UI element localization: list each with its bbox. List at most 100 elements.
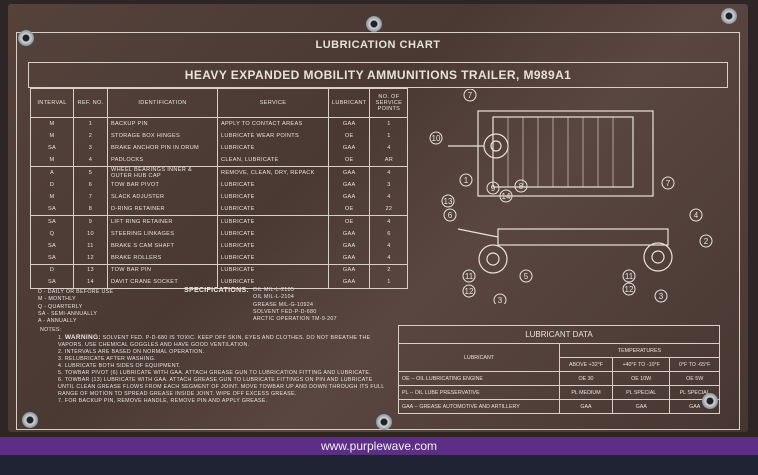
temperatures-header: TEMPERATURES bbox=[559, 343, 720, 358]
notes: 1. WARNING: SOLVENT FED. P-D-680 IS TOXI… bbox=[58, 334, 388, 405]
callout-number: 11 bbox=[622, 269, 636, 283]
interval-cell: SA bbox=[30, 239, 74, 252]
spec-item: SOLVENT FED-P-D-680 bbox=[253, 308, 317, 315]
service-cell: LUBRICATE WEAR POINTS bbox=[217, 129, 329, 142]
column-header: REF. NO. bbox=[73, 88, 108, 118]
note-item: 4. LUBRICATE BOTH SIDES OF EQUIPMENT. bbox=[58, 363, 388, 370]
spec-item: ARCTIC OPERATION TM-9-207 bbox=[253, 316, 337, 323]
screw bbox=[18, 30, 34, 46]
legend-item: SA - SEMI-ANNUALLY bbox=[38, 310, 98, 317]
lubricant-name-cell: PL -- OIL LUBE PRESERVATIVE bbox=[398, 385, 560, 400]
note-text: LUBRICATE BOTH SIDES OF EQUIPMENT. bbox=[64, 363, 181, 369]
lubricant-cell: GAA bbox=[327, 263, 371, 277]
grade-cell: GAA bbox=[611, 399, 671, 414]
ref-no-cell: 5 bbox=[73, 165, 108, 179]
chart-title: LUBRICATION CHART bbox=[315, 39, 441, 51]
note-number: 5. bbox=[58, 370, 64, 376]
column-header: LUBRICANT bbox=[327, 88, 371, 118]
identification-cell: STORAGE BOX HINGES bbox=[107, 129, 218, 142]
callout-label: 6 bbox=[448, 211, 453, 220]
callout-label: 2 bbox=[704, 237, 709, 246]
identification-cell: LIFT RING RETAINER bbox=[107, 214, 218, 228]
service-cell: APPLY TO CONTACT AREAS bbox=[217, 117, 329, 130]
interval-cell: D bbox=[30, 178, 74, 191]
identification-cell: STEERING LINKAGES bbox=[107, 227, 218, 240]
identification-cell: BRAKE S CAM SHAFT bbox=[107, 239, 218, 252]
identification-cell: D-RING RETAINER bbox=[107, 203, 218, 216]
identification-cell: WHEEL BEARINGS INNER & OUTER HUB CAP bbox=[107, 165, 218, 179]
callout-number: 4 bbox=[689, 208, 703, 222]
lubricant-cell: GAA bbox=[327, 190, 371, 204]
legend-item: M - MONTHLY bbox=[38, 296, 76, 303]
temperature-header: ABOVE +32°F bbox=[559, 357, 613, 372]
service-points-cell: 4 bbox=[369, 251, 409, 265]
notes-label: NOTES: bbox=[40, 327, 62, 333]
ref-no-cell: 4 bbox=[73, 154, 108, 167]
legend-item: D - DAILY OR BEFORE USE bbox=[38, 289, 114, 295]
ref-no-cell: 12 bbox=[73, 251, 108, 265]
service-cell: LUBRICATE bbox=[217, 190, 329, 204]
callout-number: 3 bbox=[493, 293, 507, 304]
callout-number: 7 bbox=[661, 176, 675, 190]
identification-cell: BRAKE ROLLERS bbox=[107, 251, 218, 265]
identification-cell: BACKUP PIN bbox=[107, 117, 218, 130]
callout-number: 14 bbox=[499, 189, 513, 203]
note-text: TOWBAR (13) LUBRICATE WITH GAA. ATTACH G… bbox=[58, 377, 385, 397]
ref-no-cell: 13 bbox=[73, 263, 108, 277]
callout-number: 2 bbox=[699, 234, 713, 248]
ref-no-cell: 3 bbox=[73, 141, 108, 155]
note-text: SOLVENT FED. P-D-680 IS TOXIC. KEEP OFF … bbox=[58, 335, 371, 348]
interval-cell: D bbox=[30, 263, 74, 277]
note-item: 2. INTERVALS ARE BASED ON NORMAL OPERATI… bbox=[58, 349, 388, 356]
interval-cell: SA bbox=[30, 203, 74, 216]
grade-cell: PL SPECIAL bbox=[611, 385, 671, 400]
callout-number: 8 bbox=[514, 179, 528, 193]
lubricant-header: LUBRICANT bbox=[398, 343, 560, 372]
spec-item: GREASE MIL-G-10924 bbox=[253, 301, 314, 308]
interval-cell: SA bbox=[30, 141, 74, 155]
callout-label: 8 bbox=[519, 182, 524, 191]
watermark-band: www.purplewave.com bbox=[0, 437, 758, 455]
watermark-text: www.purplewave.com bbox=[320, 439, 438, 453]
note-item: 1. WARNING: SOLVENT FED. P-D-680 IS TOXI… bbox=[58, 334, 388, 349]
callout-label: 11 bbox=[465, 272, 474, 281]
note-number: 6. bbox=[58, 377, 64, 383]
service-cell: LUBRICATE bbox=[217, 141, 329, 155]
callout-label: 9 bbox=[491, 184, 496, 193]
service-cell: LUBRICATE bbox=[217, 203, 329, 216]
column-header: NO. OF SERVICE POINTS bbox=[369, 88, 409, 118]
temperature-header: +40°F TO -10°F bbox=[611, 357, 671, 372]
callout-number: 3 bbox=[654, 289, 668, 303]
column-header: SERVICE bbox=[217, 88, 329, 118]
trailer-top-view bbox=[448, 110, 654, 197]
ref-no-cell: 2 bbox=[73, 129, 108, 142]
legend-item: A - ANNUALLY bbox=[38, 318, 77, 325]
service-points-cell: 22 bbox=[369, 203, 409, 216]
note-item: 3. RELUBRICATE AFTER WASHING. bbox=[58, 356, 388, 363]
callout-label: 12 bbox=[465, 287, 474, 296]
lubricant-cell: GAA bbox=[327, 117, 371, 130]
identification-cell: SLACK ADJUSTER bbox=[107, 190, 218, 204]
service-cell: LUBRICATE bbox=[217, 251, 329, 265]
note-number: 2. bbox=[58, 349, 64, 355]
service-points-cell: 6 bbox=[369, 227, 409, 240]
screw bbox=[366, 16, 382, 32]
lubricant-cell: OE bbox=[327, 154, 371, 167]
service-points-cell: 4 bbox=[369, 190, 409, 204]
grade-cell: OE 5W bbox=[669, 371, 720, 386]
callout-label: 3 bbox=[659, 292, 664, 301]
note-item: 7. FOR BACKUP PIN, REMOVE HANDLE, REMOVE… bbox=[58, 398, 388, 405]
callout-label: 13 bbox=[444, 197, 453, 206]
service-cell: LUBRICATE bbox=[217, 178, 329, 191]
callout-label: 14 bbox=[502, 192, 511, 201]
lubricant-name-cell: OE -- OIL LUBRICATING ENGINE bbox=[398, 371, 560, 386]
note-number: 7. bbox=[58, 398, 64, 404]
spec-item: OIL MIL-L-2104 bbox=[253, 294, 295, 301]
